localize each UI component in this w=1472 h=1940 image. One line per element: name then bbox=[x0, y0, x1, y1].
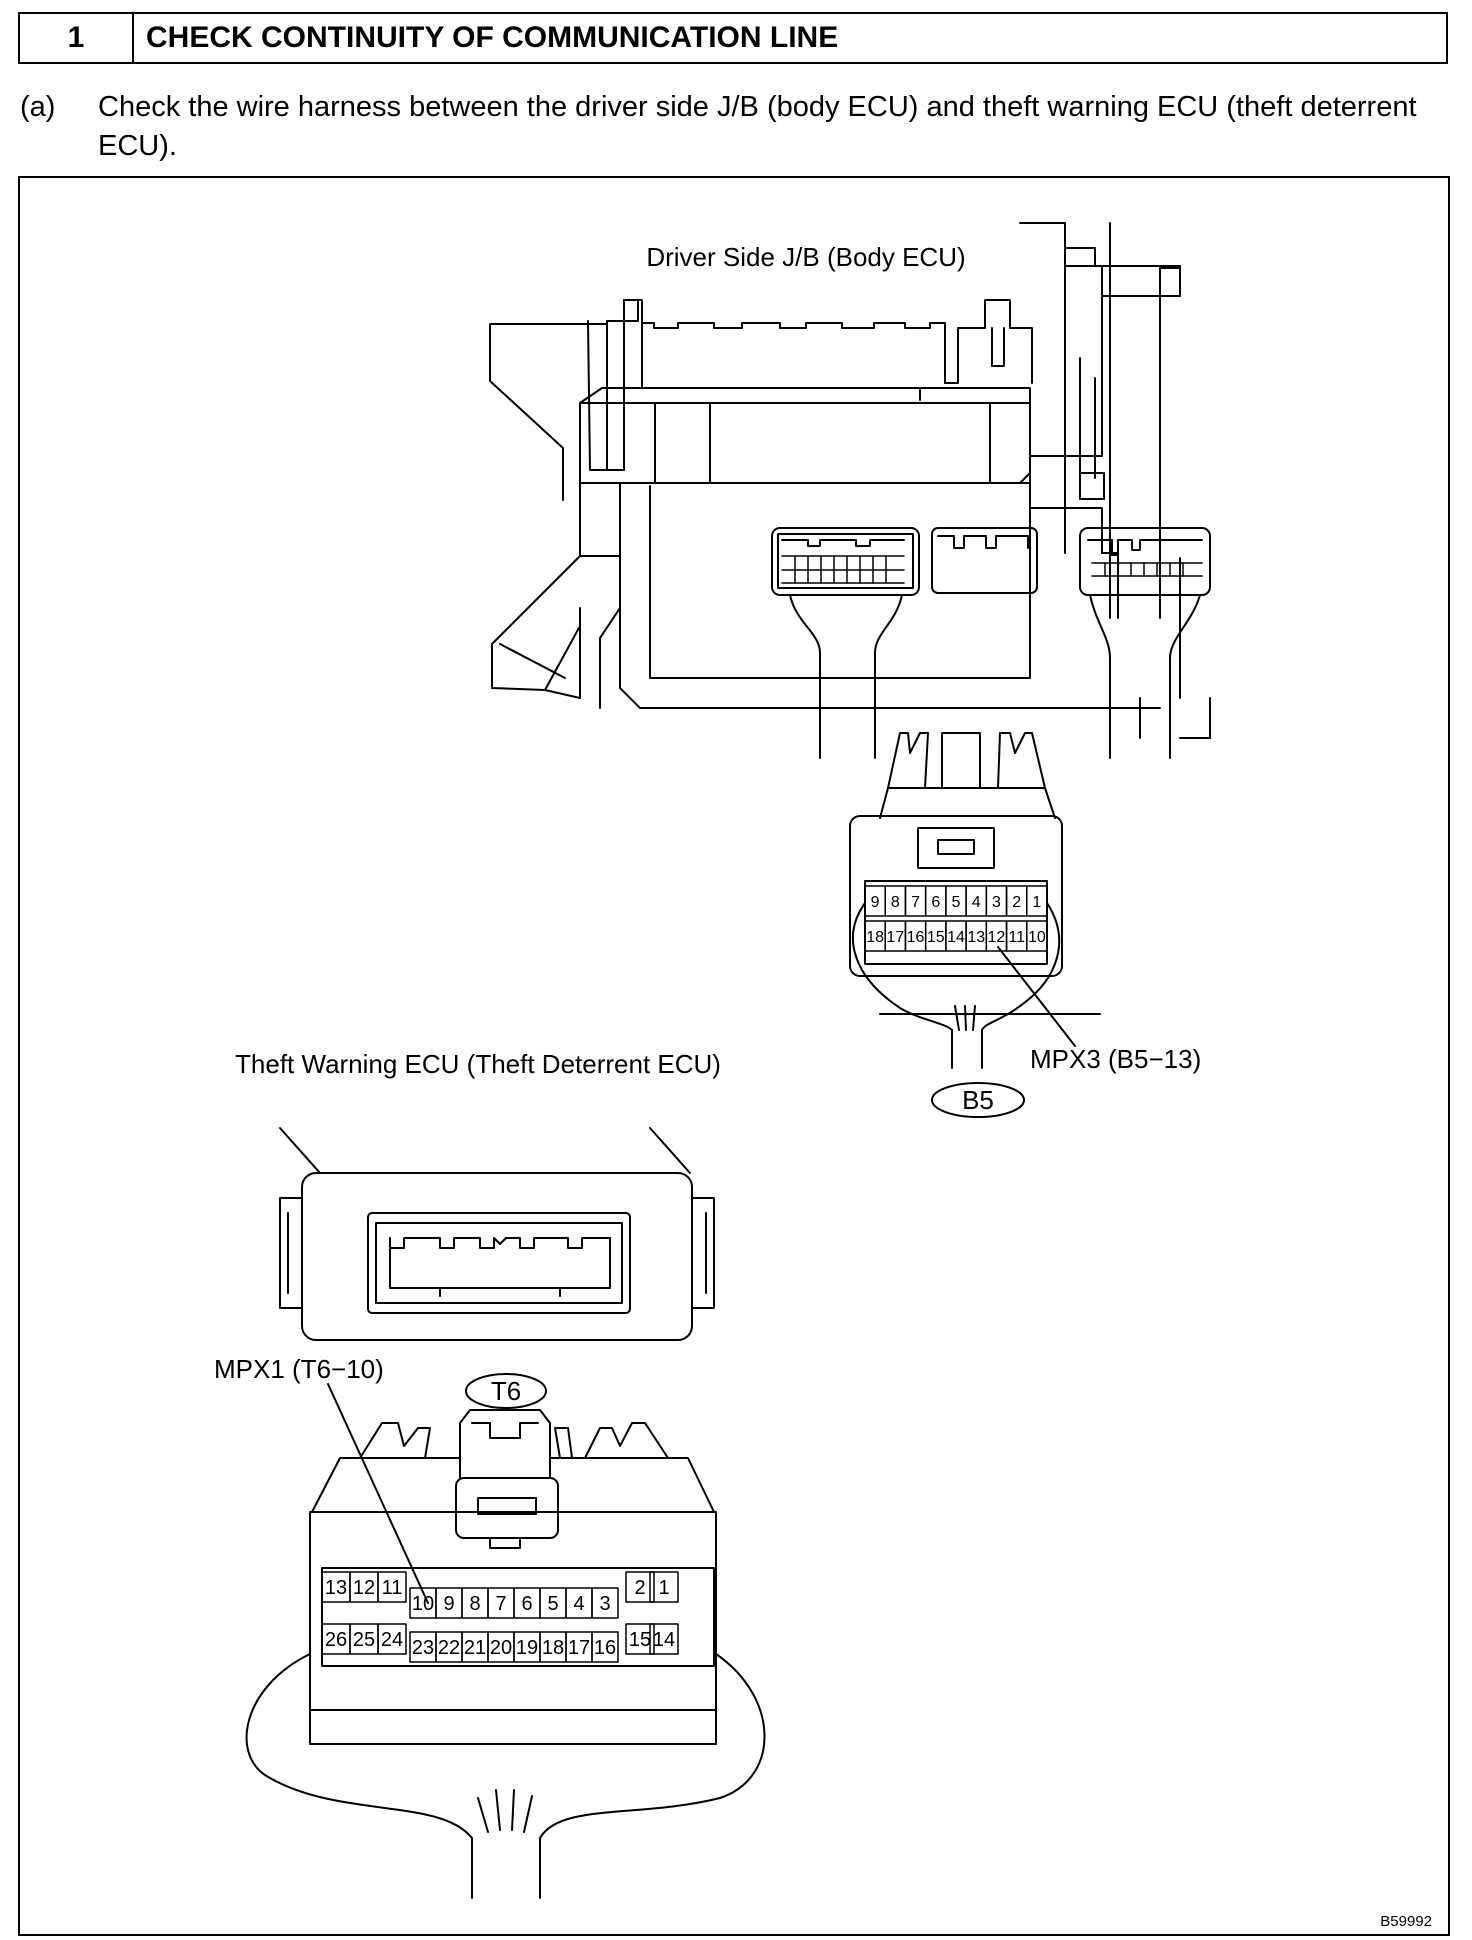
t6-pin-number: 18 bbox=[542, 1637, 564, 1659]
b5-pin-number: 2 bbox=[1012, 894, 1021, 911]
jb-label: Driver Side J/B (Body ECU) bbox=[646, 242, 965, 272]
t6-pin-number: 25 bbox=[353, 1629, 375, 1651]
b5-connector-drawing bbox=[849, 732, 1101, 1015]
t6-pin-number: 5 bbox=[547, 1593, 558, 1615]
b5-harness-drawing bbox=[851, 902, 1061, 1069]
step-number: 1 bbox=[20, 14, 134, 62]
b5-pin-number: 5 bbox=[952, 894, 961, 911]
b5-id: B5 bbox=[962, 1085, 994, 1115]
t6-pin-cell bbox=[377, 1571, 407, 1603]
b5-pin-number: 9 bbox=[871, 894, 880, 911]
t6-pin-number: 11 bbox=[382, 1577, 403, 1599]
t6-pin-number: 20 bbox=[490, 1637, 512, 1659]
t6-pin-number: 17 bbox=[568, 1637, 590, 1659]
instruction-text: Check the wire harness between the drive… bbox=[98, 91, 1417, 162]
t6-pin-number: 14 bbox=[653, 1629, 675, 1651]
mpx3-callout: MPX3 (B5−13) bbox=[1030, 1044, 1201, 1074]
t6-pin-cell bbox=[625, 1571, 655, 1603]
b5-pin-number: 4 bbox=[972, 894, 981, 911]
b5-pin-number: 14 bbox=[947, 929, 965, 946]
t6-pin-number: 1 bbox=[658, 1577, 669, 1599]
b5-pin-cell bbox=[1026, 885, 1048, 917]
t6-connector-drawing bbox=[309, 1409, 717, 1745]
b5-pin-number: 8 bbox=[891, 894, 900, 911]
b5-pin-number: 11 bbox=[1008, 929, 1025, 946]
b5-pin-number: 6 bbox=[931, 894, 940, 911]
t6-pin-number: 19 bbox=[516, 1637, 538, 1659]
b5-pin-number: 10 bbox=[1028, 929, 1046, 946]
mpx3-leader-line bbox=[997, 946, 1076, 1047]
t6-pin-cell bbox=[591, 1631, 619, 1663]
theft-ecu-label: Theft Warning ECU (Theft Deterrent ECU) bbox=[235, 1049, 721, 1079]
b5-pin-cell bbox=[1026, 920, 1048, 952]
t6-pin-number: 23 bbox=[412, 1637, 434, 1659]
instruction-label: (a) bbox=[20, 91, 56, 123]
b5-pin-number: 1 bbox=[1032, 894, 1041, 911]
t6-pin-cell bbox=[591, 1587, 619, 1619]
b5-pin-number: 16 bbox=[907, 929, 925, 946]
t6-pin-number: 26 bbox=[325, 1629, 347, 1651]
t6-pin-number: 6 bbox=[521, 1593, 532, 1615]
t6-pin-number: 15 bbox=[629, 1629, 651, 1651]
t6-pin-cell bbox=[377, 1623, 407, 1655]
t6-pin-number: 4 bbox=[573, 1593, 584, 1615]
t6-pin-number: 16 bbox=[594, 1637, 616, 1659]
b5-pin-number: 7 bbox=[911, 894, 920, 911]
b5-pin-number: 12 bbox=[988, 929, 1006, 946]
t6-pin-number: 21 bbox=[464, 1637, 486, 1659]
b5-pin-number: 15 bbox=[927, 929, 945, 946]
b5-pin-number: 13 bbox=[967, 929, 985, 946]
t6-harness-drawing bbox=[245, 1653, 766, 1899]
t6-pin-number: 13 bbox=[325, 1577, 347, 1599]
t6-pin-number: 3 bbox=[599, 1593, 610, 1615]
t6-pin-number: 2 bbox=[634, 1577, 645, 1599]
mpx1-leader-line bbox=[327, 1383, 429, 1604]
t6-pin-cell bbox=[625, 1623, 655, 1655]
t6-pin-cell bbox=[649, 1623, 679, 1655]
step-header: 1 CHECK CONTINUITY OF COMMUNICATION LINE bbox=[18, 12, 1448, 64]
t6-pin-number: 9 bbox=[443, 1593, 454, 1615]
b5-pin-number: 17 bbox=[886, 929, 904, 946]
b5-connector-badge: B5 bbox=[931, 1082, 1025, 1118]
t6-pin-number: 8 bbox=[469, 1593, 480, 1615]
t6-connector-badge: T6 bbox=[465, 1373, 547, 1409]
step-title: CHECK CONTINUITY OF COMMUNICATION LINE bbox=[146, 21, 839, 54]
junction-block-drawing bbox=[489, 222, 1211, 759]
mpx1-callout: MPX1 (T6−10) bbox=[214, 1354, 384, 1384]
theft-ecu-drawing bbox=[279, 1127, 715, 1341]
b5-pin-number: 18 bbox=[866, 929, 884, 946]
t6-id: T6 bbox=[491, 1376, 521, 1406]
t6-pin-number: 22 bbox=[438, 1637, 460, 1659]
t6-pin-cell bbox=[649, 1571, 679, 1603]
t6-pin-number: 7 bbox=[495, 1593, 506, 1615]
t6-pin-number: 10 bbox=[412, 1593, 434, 1615]
figure-code: B59992 bbox=[1380, 1913, 1432, 1930]
t6-pin-number: 24 bbox=[381, 1629, 403, 1651]
t6-pin-number: 12 bbox=[353, 1577, 375, 1599]
b5-pin-number: 3 bbox=[992, 894, 1001, 911]
